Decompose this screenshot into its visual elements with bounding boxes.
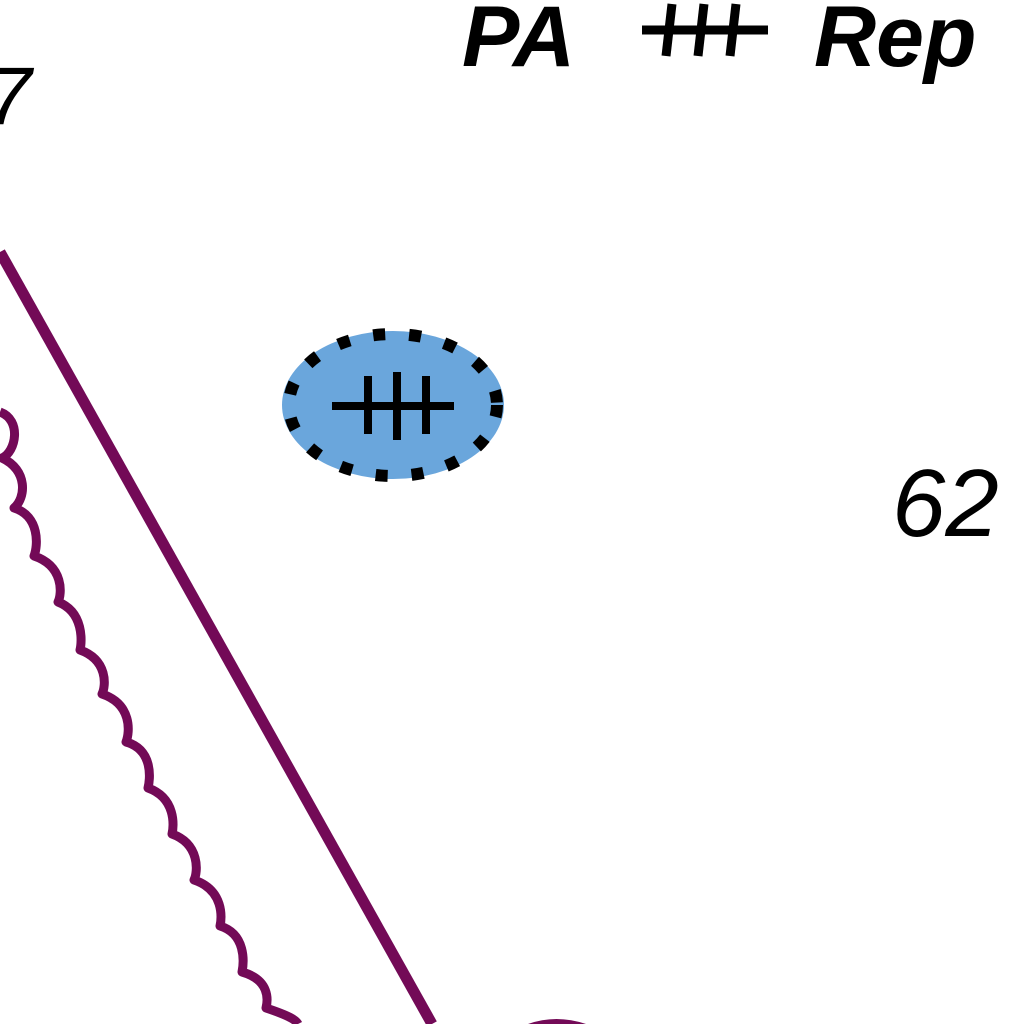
top-label-prefix: PA [462, 0, 575, 85]
danger-area[interactable] [282, 328, 504, 482]
danger-area-dotted-border [283, 328, 503, 482]
right-sounding: 62 [892, 450, 999, 557]
boundary-line-wavy [0, 407, 303, 1024]
top-left-sounding: 7 [0, 51, 35, 142]
top-wreck-icon [642, 3, 768, 57]
top-label-suffix: Rep [814, 0, 976, 85]
wreck-icon [332, 372, 454, 440]
boundary-fragment-bottom [528, 1019, 586, 1024]
boundary-line-straight [0, 249, 437, 1024]
